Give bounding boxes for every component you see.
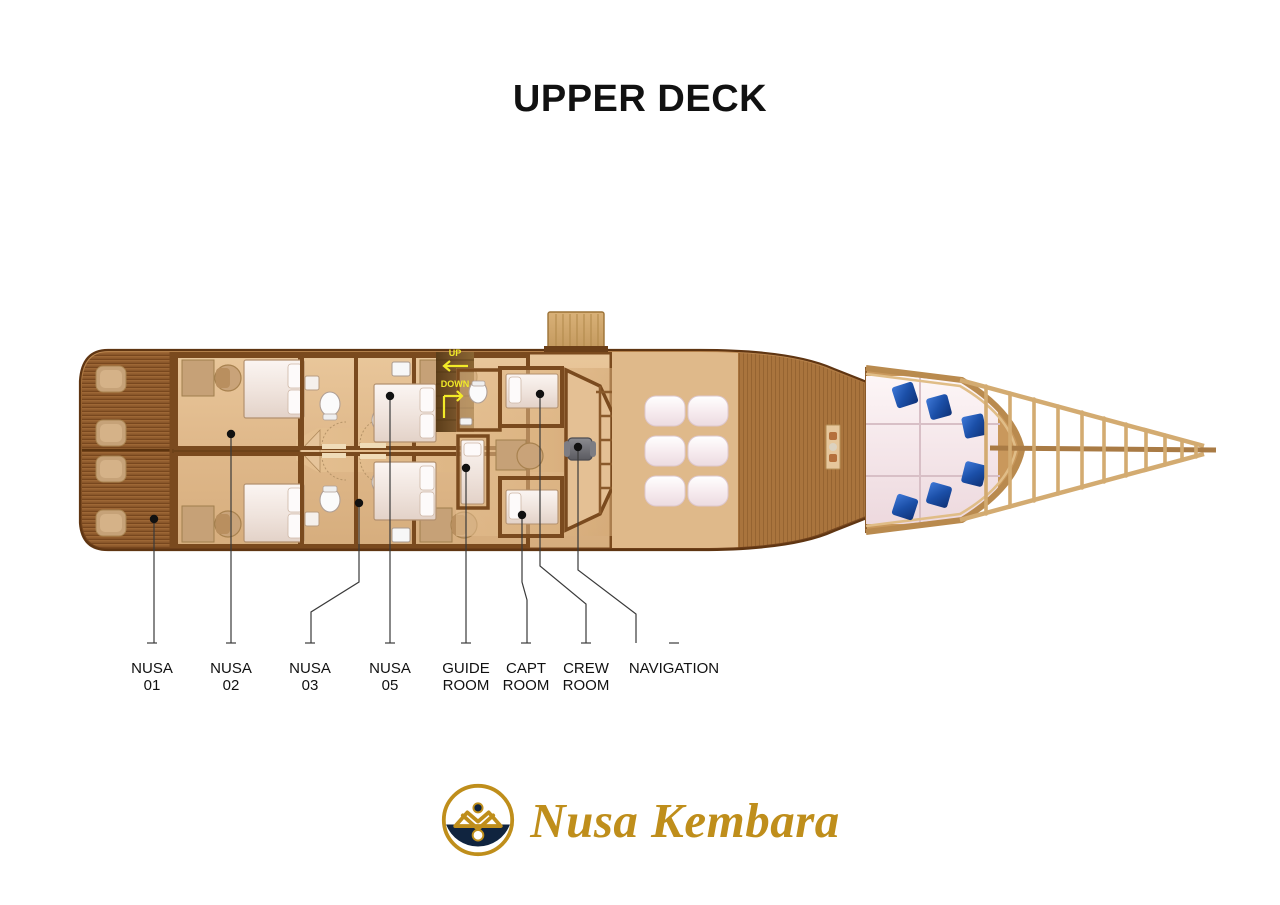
arrow-left-icon — [442, 360, 468, 372]
stern-chair — [95, 509, 127, 537]
bow-pillow-group — [891, 381, 987, 521]
callout-dot-nusa-03 — [354, 498, 364, 508]
callout-label-nusa-02: NUSA 02 — [210, 660, 252, 694]
deck-railing-nub — [544, 311, 608, 352]
cabin-nusa-02 — [174, 452, 320, 548]
svg-text:UP: UP — [449, 348, 462, 358]
brand-name: Nusa Kembara — [530, 792, 840, 848]
stern-chair-group — [95, 365, 127, 537]
callout-label-nusa-05: NUSA 05 — [369, 660, 411, 694]
sun-lounger-group — [644, 395, 729, 507]
callout-label-nusa-01: NUSA 01 — [131, 660, 173, 694]
callout-label-crew-room: CREW ROOM — [562, 660, 610, 694]
stern-chair — [95, 455, 127, 483]
arrow-right-icon — [442, 390, 464, 418]
stair-marker-down: DOWN — [441, 379, 470, 418]
callout-dot-nusa-02 — [226, 429, 236, 439]
toilet-icon — [319, 391, 341, 421]
bed-single — [505, 489, 559, 525]
callout-dot-nusa-01 — [149, 514, 159, 524]
bed-double — [373, 461, 437, 521]
callout-label-capt-room: CAPT ROOM — [502, 660, 550, 694]
leader-line-crew-room — [539, 398, 587, 643]
toilet-icon — [468, 380, 488, 404]
svg-text:DOWN: DOWN — [441, 379, 470, 389]
door-swing-arc — [321, 453, 347, 481]
leader-line-navigation — [577, 451, 637, 643]
brand-lockup: Nusa Kembara — [0, 782, 1280, 858]
stern-chair — [95, 419, 127, 447]
callout-dot-guide-room — [461, 463, 471, 473]
sun-lounge-deck — [612, 352, 738, 548]
sink-icon — [391, 527, 411, 543]
callout-dot-crew-room — [535, 389, 545, 399]
stair-marker-up: UP — [442, 348, 468, 372]
deck-hatch-icon — [825, 424, 841, 470]
callout-dot-nusa-05 — [385, 391, 395, 401]
callout-dot-navigation — [573, 442, 583, 452]
desk-and-chair — [181, 505, 242, 543]
leader-line-nusa-03 — [310, 507, 360, 643]
nightstand — [304, 375, 320, 391]
bed-double — [373, 383, 437, 443]
nightstand — [304, 511, 320, 527]
page-title: UPPER DECK — [512, 78, 768, 120]
foredeck — [738, 352, 866, 548]
forward-lounge-furniture — [495, 439, 544, 471]
navigation-bridge — [564, 367, 614, 533]
nusa-kembara-logo-icon — [442, 783, 515, 857]
toilet-icon — [319, 485, 341, 513]
stern-chair — [95, 365, 127, 393]
callout-leader-lines — [147, 389, 679, 644]
bed-double — [243, 359, 305, 419]
room-crew — [498, 366, 564, 428]
door-swing-arc — [321, 421, 347, 449]
callout-label-nusa-03: NUSA 03 — [289, 660, 331, 694]
stern-deck — [82, 352, 176, 548]
bow-section — [865, 365, 1026, 535]
bed-double — [243, 483, 305, 543]
bowsprit-rigging — [959, 377, 1217, 523]
callout-dot-capt-room — [517, 510, 527, 520]
sink-icon — [459, 417, 473, 426]
bed-single — [505, 373, 559, 409]
callout-label-navigation: NAVIGATION — [628, 660, 720, 677]
callout-label-guide-room: GUIDE ROOM — [442, 660, 490, 694]
bed-single — [460, 439, 485, 505]
room-guide — [456, 434, 490, 510]
desk-and-chair — [181, 359, 242, 397]
leader-line-capt-room — [521, 519, 528, 643]
sink-icon — [391, 361, 411, 377]
